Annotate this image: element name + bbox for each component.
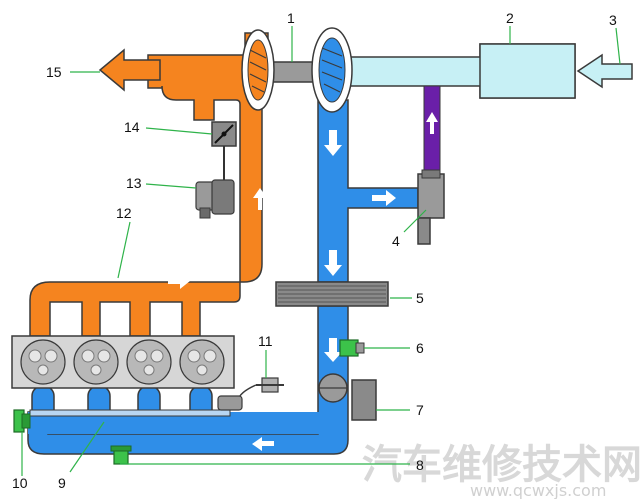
callout-7: 7: [416, 402, 424, 418]
callout-4: 4: [392, 233, 400, 249]
boost-air-path: [27, 99, 419, 455]
throttle-body: [318, 373, 377, 421]
engine-block: [11, 335, 235, 389]
intercooler: [275, 281, 389, 307]
watermark-url: www.qcwxjs.com: [470, 481, 606, 499]
air-filter: [479, 43, 576, 99]
intake-air-path: [344, 43, 633, 99]
callout-6: 6: [416, 340, 424, 356]
wastegate-actuator: [195, 179, 235, 219]
cylinder: [179, 339, 225, 385]
callout-1: 1: [287, 10, 295, 26]
callout-5: 5: [416, 290, 424, 306]
callout-14: 14: [124, 119, 140, 135]
compressor-wheel: [318, 37, 346, 103]
callout-3: 3: [609, 12, 617, 28]
air-inlet-arrow: [576, 53, 633, 89]
cylinder: [126, 339, 172, 385]
intake-temp-sensor: [13, 409, 31, 433]
cylinder: [20, 339, 66, 385]
turbine-wheel: [247, 39, 269, 101]
solenoid-valve: [217, 377, 284, 411]
callout-2: 2: [506, 10, 514, 26]
cylinder: [73, 339, 119, 385]
callout-8: 8: [416, 457, 424, 473]
leader-lines: [21, 26, 621, 476]
callout-12: 12: [116, 205, 132, 221]
bypass-valve: [417, 169, 445, 245]
watermark-text: 汽车维修技术网: [362, 442, 640, 488]
boost-pressure-sensor: [339, 339, 365, 357]
turbocharger: [241, 27, 353, 113]
callout-9: 9: [58, 475, 66, 491]
callout-11: 11: [258, 333, 273, 349]
vacuum-line: [423, 85, 441, 175]
manifold-sensor: [110, 445, 132, 465]
callout-15: 15: [46, 64, 62, 80]
wastegate-valve: [211, 121, 237, 182]
callout-10: 10: [12, 475, 28, 491]
callout-13: 13: [126, 175, 142, 191]
